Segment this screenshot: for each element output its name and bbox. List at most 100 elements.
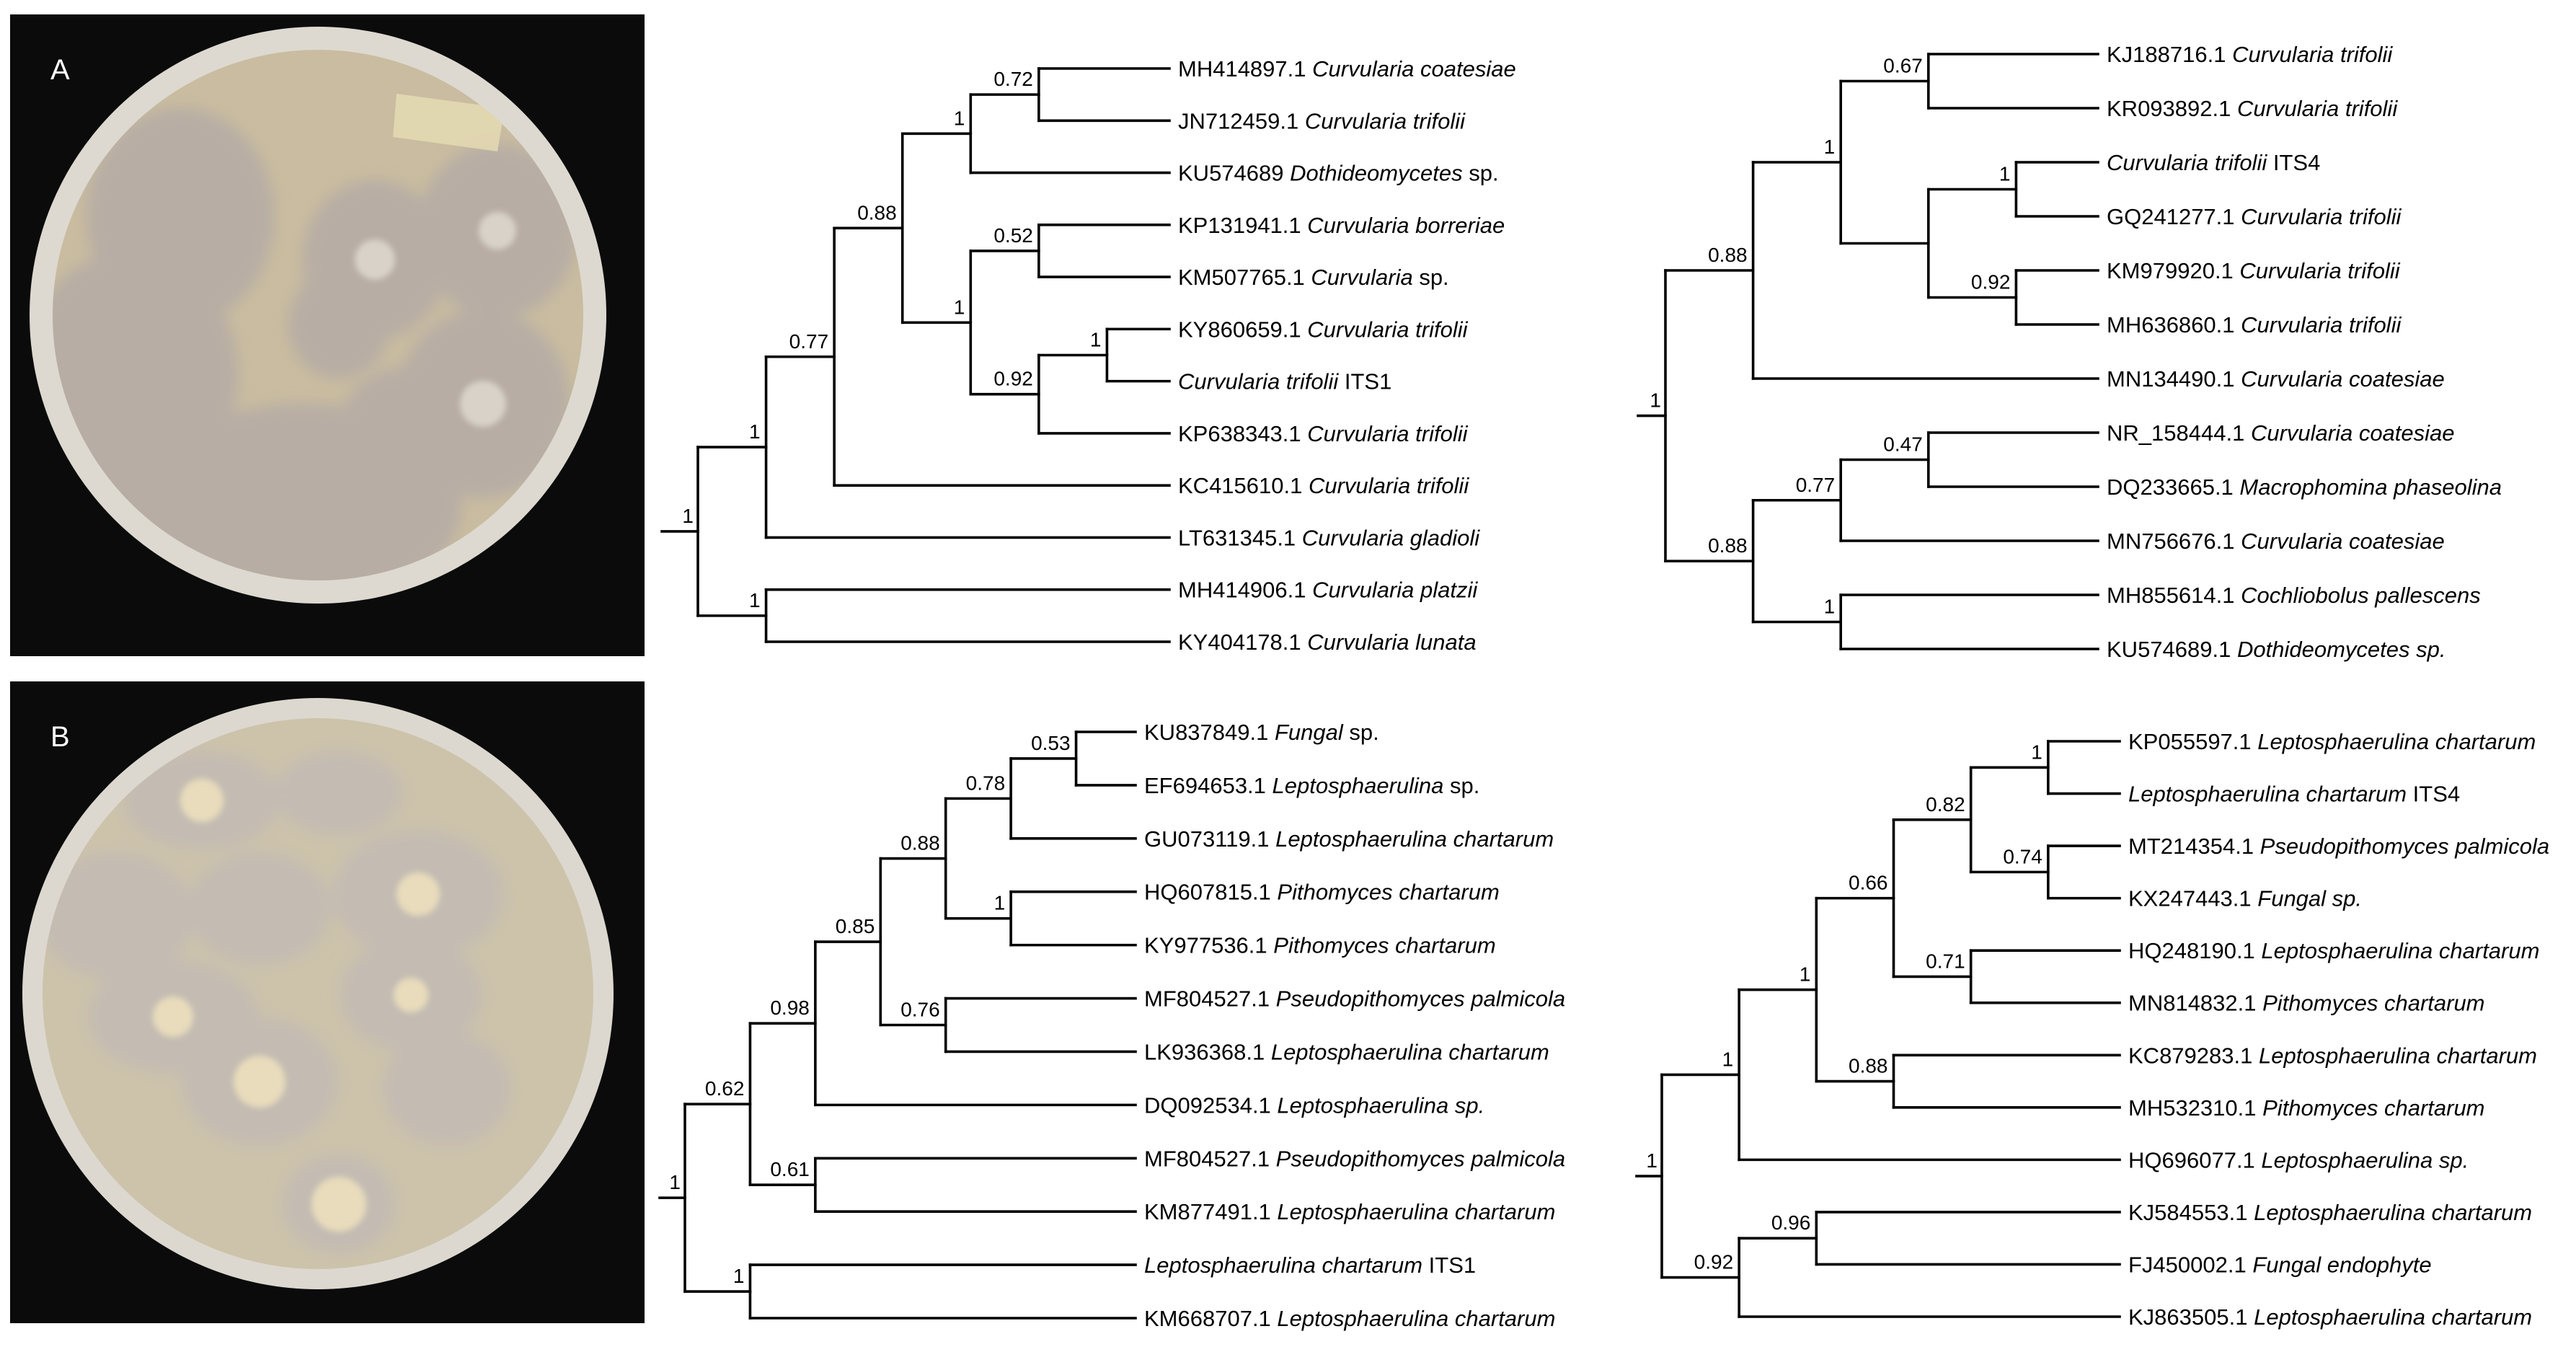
taxon-label: MH636860.1 Curvularia trifolii: [2107, 312, 2402, 337]
species-name: Leptosphaerulina chartarum: [2261, 938, 2539, 963]
support-value: 1: [1800, 963, 1811, 986]
taxon-label: KP055597.1 Leptosphaerulina chartarum: [2128, 729, 2536, 754]
accession-number: LK936368.1: [1144, 1039, 1271, 1064]
support-value: 0.47: [1883, 433, 1923, 456]
taxon-label: KP131941.1 Curvularia borreriae: [1178, 213, 1505, 238]
species-name: Curvularia borreriae: [1307, 213, 1505, 238]
taxon-label: Leptosphaerulina chartarum ITS1: [1144, 1253, 1476, 1278]
species-name: Pseudopithomyces palmicola: [1276, 986, 1566, 1012]
species-name: Curvularia trifolii: [2239, 258, 2400, 283]
accession-number: KR093892.1: [2107, 96, 2237, 121]
taxon-label: GQ241277.1 Curvularia trifolii: [2107, 204, 2402, 229]
support-value: 0.88: [1849, 1055, 1888, 1077]
taxon-label: KU837849.1 Fungal sp.: [1144, 720, 1379, 745]
support-value: 0.66: [1849, 872, 1888, 894]
name-suffix: ITS1: [1422, 1253, 1476, 1278]
taxon-label: KP638343.1 Curvularia trifolii: [1178, 421, 1469, 446]
taxon-label: MN134490.1 Curvularia coatesiae: [2107, 366, 2445, 392]
taxon-label: HQ248190.1 Leptosphaerulina chartarum: [2128, 938, 2539, 963]
accession-number: HQ696077.1: [2128, 1147, 2261, 1172]
taxon-label: Leptosphaerulina chartarum ITS4: [2128, 782, 2460, 807]
species-name: Pithomyces chartarum: [2262, 991, 2484, 1016]
species-name: Curvularia trifolii: [1309, 473, 1469, 498]
accession-number: MN814832.1: [2128, 991, 2262, 1016]
support-value: 0.88: [900, 832, 940, 854]
taxon-label: KY860659.1 Curvularia trifolii: [1178, 317, 1469, 342]
taxon-label: KR093892.1 Curvularia trifolii: [2107, 96, 2398, 121]
support-value: 1: [1824, 136, 1836, 158]
root-support-value: 1: [669, 1171, 681, 1193]
species-name: Curvularia coatesiae: [1312, 56, 1516, 81]
accession-number: JN712459.1: [1178, 108, 1305, 133]
species-name: Leptosphaerulina chartarum: [1271, 1039, 1549, 1064]
species-name: Fungal: [1275, 720, 1344, 745]
taxon-label: MN814832.1 Pithomyces chartarum: [2128, 991, 2485, 1016]
panel-letter-b: B: [50, 721, 70, 753]
support-value: 0.92: [1971, 271, 2011, 293]
species-name: Fungal endophyte: [2252, 1252, 2431, 1277]
taxon-label: GU073119.1 Leptosphaerulina chartarum: [1144, 826, 1554, 852]
species-name: Leptosphaerulina chartarum: [2254, 1304, 2532, 1330]
accession-number: MH855614.1: [2107, 583, 2241, 608]
accession-number: KU837849.1: [1144, 720, 1275, 745]
species-name: Leptosphaerulina chartarum: [1277, 1306, 1555, 1331]
name-suffix: sp.: [1443, 773, 1479, 798]
taxon-label: HQ607815.1 Pithomyces chartarum: [1144, 880, 1500, 905]
species-name: Curvularia platzii: [1312, 578, 1478, 603]
species-name: Leptosphaerulina chartarum: [2254, 1200, 2532, 1225]
species-name: Curvularia coatesiae: [2241, 366, 2445, 392]
taxon-label: JN712459.1 Curvularia trifolii: [1178, 108, 1466, 133]
taxon-label: EF694653.1 Leptosphaerulina sp.: [1144, 773, 1479, 798]
species-name: Pithomyces chartarum: [1277, 880, 1499, 905]
accession-number: KP131941.1: [1178, 213, 1307, 238]
taxon-label: NR_158444.1 Curvularia coatesiae: [2107, 420, 2455, 446]
species-name: Pseudopithomyces palmicola: [1276, 1146, 1566, 1171]
species-name: Curvularia trifolii: [1307, 317, 1468, 342]
species-name: Leptosphaerulina chartarum: [2257, 729, 2536, 754]
species-name: Curvularia trifolii: [2237, 96, 2398, 121]
taxon-label: KM668707.1 Leptosphaerulina chartarum: [1144, 1306, 1555, 1331]
accession-number: MN134490.1: [2107, 366, 2241, 392]
support-value: 0.82: [1926, 793, 1965, 816]
taxon-label: DQ092534.1 Leptosphaerulina sp.: [1144, 1092, 1484, 1118]
support-value: 0.67: [1883, 55, 1923, 77]
species-name: Curvularia trifolii: [1178, 369, 1339, 394]
support-value: 0.98: [770, 997, 810, 1019]
species-name: Leptosphaerulina sp.: [1277, 1092, 1484, 1118]
taxon-label: KM877491.1 Leptosphaerulina chartarum: [1144, 1199, 1555, 1224]
accession-number: KU574689: [1178, 161, 1290, 186]
accession-number: KJ863505.1: [2128, 1304, 2254, 1330]
accession-number: KU574689.1: [2107, 637, 2237, 662]
species-name: Leptosphaerulina chartarum: [2128, 782, 2407, 807]
species-name: Fungal sp.: [2257, 886, 2362, 911]
taxon-label: KU574689 Dothideomycetes sp.: [1178, 161, 1499, 186]
species-name: Dothideomycetes: [1290, 161, 1463, 186]
accession-number: KM877491.1: [1144, 1199, 1277, 1224]
taxon-label: FJ450002.1 Fungal endophyte: [2128, 1252, 2432, 1277]
panel-b-photo: B: [10, 681, 645, 1323]
species-name: Curvularia coatesiae: [2251, 420, 2455, 446]
taxon-label: KJ584553.1 Leptosphaerulina chartarum: [2128, 1200, 2532, 1225]
taxon-label: KY977536.1 Pithomyces chartarum: [1144, 933, 1496, 958]
species-name: Curvularia gladioli: [1302, 525, 1481, 550]
taxon-label: MH855614.1 Cochliobolus pallescens: [2107, 583, 2481, 608]
support-value: 1: [954, 107, 965, 129]
name-suffix: ITS1: [1338, 369, 1391, 394]
accession-number: KP055597.1: [2128, 729, 2257, 754]
support-value: 0.85: [836, 915, 875, 937]
species-name: Curvularia lunata: [1307, 630, 1476, 655]
taxon-label: KM979920.1 Curvularia trifolii: [2107, 258, 2401, 283]
accession-number: KY404178.1: [1178, 630, 1307, 655]
support-value: 1: [749, 420, 761, 443]
accession-number: KJ584553.1: [2128, 1200, 2254, 1225]
accession-number: KY977536.1: [1144, 933, 1273, 958]
accession-number: KM668707.1: [1144, 1306, 1277, 1331]
support-value: 1: [733, 1265, 745, 1287]
accession-number: KY860659.1: [1178, 317, 1307, 342]
species-name: Curvularia trifolii: [2107, 150, 2267, 175]
species-name: Curvularia trifolii: [2232, 42, 2393, 67]
species-name: Pithomyces chartarum: [2262, 1095, 2484, 1121]
